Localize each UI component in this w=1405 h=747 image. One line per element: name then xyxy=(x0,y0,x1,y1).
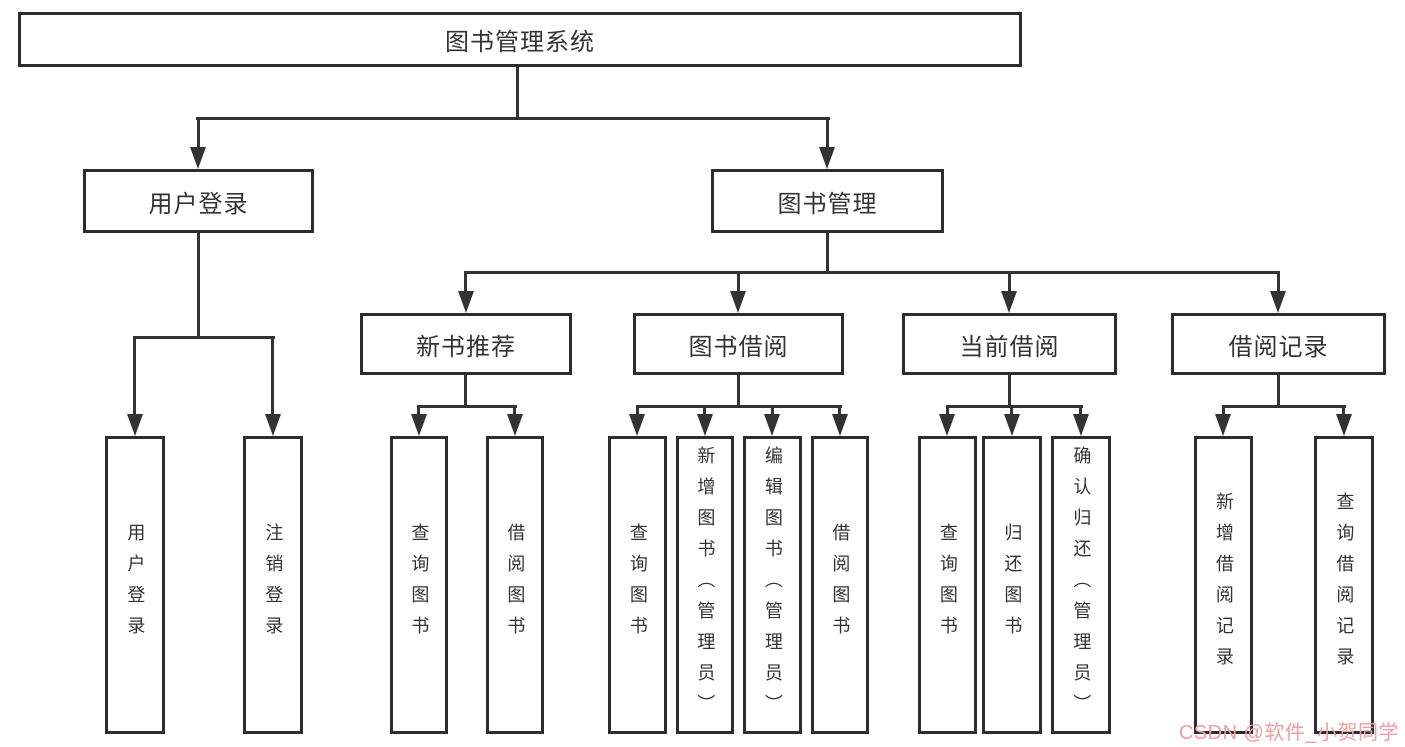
leaf-query-books-borrow-label: 查询图书 xyxy=(627,523,648,647)
leaf-add-books-admin-label: 新增图书（管理员） xyxy=(695,446,716,725)
connector-current-drop xyxy=(1008,374,1011,408)
connector-book-mgmt-drop xyxy=(826,232,829,273)
connector-records-rail xyxy=(1222,405,1346,408)
leaf-edit-books-admin-label: 编辑图书（管理员） xyxy=(762,446,783,725)
node-book-management: 图书管理 xyxy=(711,169,944,233)
connector-newbook-drop xyxy=(464,374,467,408)
connector-leaf-shaft xyxy=(771,405,774,416)
leaf-user-login-label: 用户登录 xyxy=(125,523,146,647)
leaf-query-borrow-record-label: 查询借阅记录 xyxy=(1334,492,1355,678)
connector-current-rail xyxy=(946,405,1083,408)
arrowhead-leaf-logout xyxy=(265,414,281,436)
connector-leaf-shaft xyxy=(703,405,706,416)
arrowhead-leaf-login xyxy=(127,414,143,436)
connector-book-mgmt-shaft xyxy=(826,117,829,148)
arrowhead-newbook xyxy=(458,291,474,313)
leaf-return-books-label: 归还图书 xyxy=(1002,523,1023,647)
leaf-logout: 注销登录 xyxy=(243,436,303,734)
node-current-borrowing: 当前借阅 xyxy=(902,313,1117,375)
leaf-confirm-return-admin-label: 确认归还（管理员） xyxy=(1071,446,1092,725)
leaf-add-books-admin: 新增图书（管理员） xyxy=(676,436,734,734)
connector-user-login-drop xyxy=(197,232,200,338)
connector-leaf-shaft xyxy=(636,405,639,416)
node-new-book-recommendation: 新书推荐 xyxy=(360,313,572,375)
connector-newbook-rail xyxy=(417,405,517,408)
connector-leaf-shaft xyxy=(417,405,420,416)
leaf-logout-label: 注销登录 xyxy=(263,523,284,647)
leaf-confirm-return-admin: 确认归还（管理员） xyxy=(1051,436,1111,734)
node-book-borrowing: 图书借阅 xyxy=(633,313,844,375)
leaf-edit-books-admin: 编辑图书（管理员） xyxy=(743,436,802,734)
leaf-borrow-books-label: 借阅图书 xyxy=(830,523,851,647)
arrowhead-current xyxy=(1001,291,1017,313)
leaf-borrow-books-recommend: 借阅图书 xyxy=(486,436,544,734)
connector-borrowing-shaft xyxy=(737,271,740,293)
arrowhead-leaf xyxy=(507,414,523,436)
arrowhead-borrowing xyxy=(730,291,746,313)
leaf-query-books-recommend-label: 查询图书 xyxy=(409,523,430,647)
connector-level2-rail xyxy=(196,117,830,120)
leaf-query-books-current: 查询图书 xyxy=(918,436,977,734)
node-library-system: 图书管理系统 xyxy=(18,12,1022,67)
connector-user-login-shaft xyxy=(197,117,200,148)
connector-leaf-shaft xyxy=(1342,405,1345,416)
arrowhead-leaf xyxy=(764,414,780,436)
arrowhead-leaf xyxy=(1073,414,1089,436)
arrowhead-leaf xyxy=(697,414,713,436)
connector-leaf-shaft xyxy=(1010,405,1013,416)
arrowhead-leaf xyxy=(832,414,848,436)
leaf-borrow-books-recommend-label: 借阅图书 xyxy=(505,523,526,647)
connector-leaf-shaft xyxy=(1079,405,1082,416)
leaf-borrow-books: 借阅图书 xyxy=(811,436,869,734)
arrowhead-leaf xyxy=(939,414,955,436)
connector-records-shaft xyxy=(1277,271,1280,293)
csdn-watermark: CSDN @软件_小贺同学 xyxy=(1178,722,1399,744)
connector-leaf-login-shaft xyxy=(133,336,136,417)
node-borrowing-records: 借阅记录 xyxy=(1171,313,1386,375)
connector-leaf-shaft xyxy=(946,405,949,416)
connector-root-drop xyxy=(516,67,519,118)
arrowhead-leaf xyxy=(1004,414,1020,436)
connector-level3-rail xyxy=(464,271,1280,274)
arrowhead-leaf xyxy=(411,414,427,436)
leaf-user-login: 用户登录 xyxy=(105,436,165,734)
connector-borrowing-rail xyxy=(636,405,842,408)
connector-current-shaft xyxy=(1008,271,1011,293)
arrowhead-leaf xyxy=(1215,414,1231,436)
connector-leaf-logout-shaft xyxy=(271,336,274,417)
connector-leaf-shaft xyxy=(838,405,841,416)
arrowhead-leaf xyxy=(629,414,645,436)
connector-borrowing-drop xyxy=(737,374,740,408)
leaf-query-books-current-label: 查询图书 xyxy=(937,523,958,647)
arrowhead-user-login xyxy=(190,147,206,169)
node-user-login: 用户登录 xyxy=(83,169,314,233)
leaf-query-borrow-record: 查询借阅记录 xyxy=(1314,436,1374,734)
leaf-query-books-recommend: 查询图书 xyxy=(390,436,448,734)
leaf-add-borrow-record-label: 新增借阅记录 xyxy=(1213,492,1234,678)
arrowhead-leaf xyxy=(1336,414,1352,436)
leaf-add-borrow-record: 新增借阅记录 xyxy=(1194,436,1253,734)
connector-leaf-shaft xyxy=(1222,405,1225,416)
connector-leaf-shaft xyxy=(513,405,516,416)
arrowhead-records xyxy=(1270,291,1286,313)
leaf-query-books-borrow: 查询图书 xyxy=(608,436,667,734)
connector-user-login-rail xyxy=(133,336,275,339)
connector-records-drop xyxy=(1277,374,1280,408)
arrowhead-book-mgmt xyxy=(819,147,835,169)
leaf-return-books: 归还图书 xyxy=(982,436,1042,734)
connector-newbook-shaft xyxy=(464,271,467,293)
